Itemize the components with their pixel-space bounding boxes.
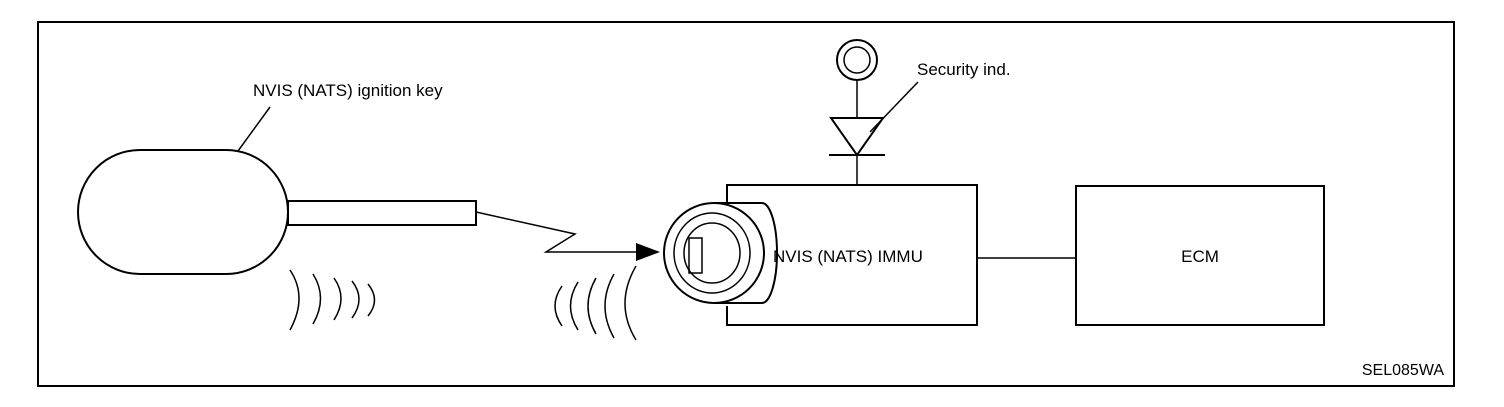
key-slot bbox=[688, 237, 703, 274]
immu-label: NVIS (NATS) IMMU bbox=[773, 247, 923, 266]
security-led-diode bbox=[829, 117, 885, 157]
ignition-key-label: NVIS (NATS) ignition key bbox=[253, 81, 443, 100]
figure-frame bbox=[37, 21, 1455, 387]
ignition-key-leader-line bbox=[237, 106, 271, 152]
transmission-signal-line bbox=[475, 211, 643, 253]
ignition-key-blade bbox=[287, 200, 477, 226]
security-indicator-lamp bbox=[836, 39, 878, 81]
transmission-arrowhead bbox=[636, 243, 660, 261]
ignition-key-head bbox=[77, 149, 289, 275]
key-cylinder bbox=[663, 202, 778, 306]
key-radio-waves bbox=[289, 269, 376, 331]
ecm-label: ECM bbox=[1181, 247, 1219, 266]
antenna-radio-waves bbox=[554, 265, 637, 341]
ecm-box bbox=[1075, 185, 1325, 326]
security-indicator-leader-line bbox=[869, 81, 919, 133]
security-indicator-label: Security ind. bbox=[917, 60, 1011, 79]
figure-code: SEL085WA bbox=[1362, 362, 1444, 379]
